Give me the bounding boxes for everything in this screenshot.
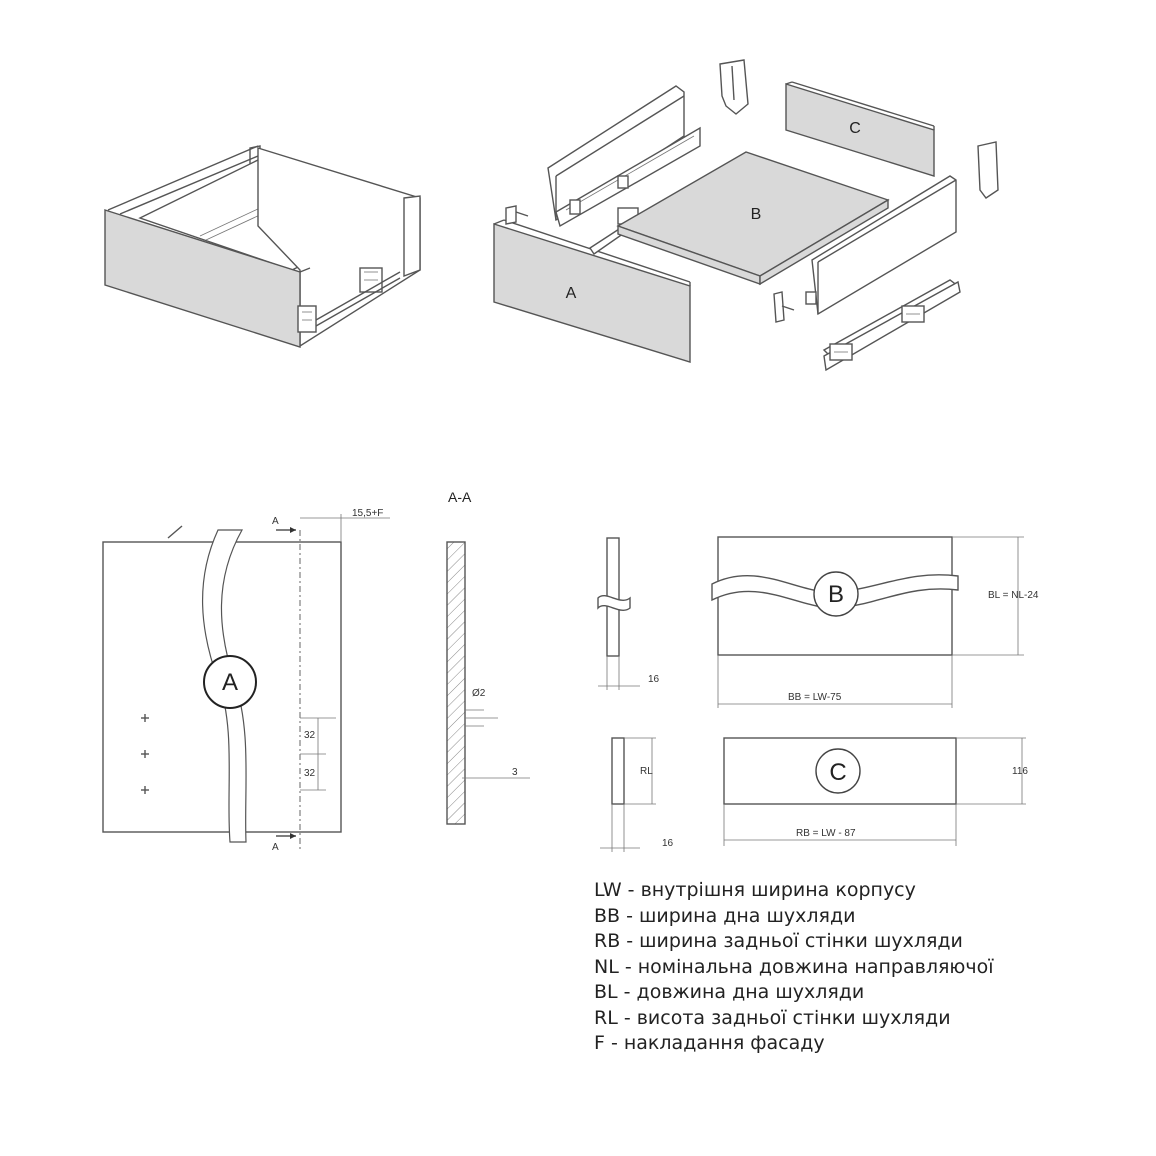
hole-diameter: Ø2 [472, 688, 486, 699]
legend-item-lw: LW - внутрішня ширина корпусу [594, 879, 916, 901]
legend-item-bl: BL - довжина дна шухляди [594, 981, 865, 1003]
section-aa: A-A Ø2 3 [446, 489, 530, 825]
legend-item-bb: BB - ширина дна шухляди [594, 904, 856, 927]
bottom-panel-views: 16 B BL = NL-24 BB = LW-75 [597, 536, 1039, 708]
legend-item-rl: RL - висота задньої стінки шухляди [594, 1006, 951, 1029]
circle-label-c: C [829, 759, 846, 786]
legend-item-nl: NL - номінальна довжина направляючої [594, 955, 994, 978]
bottom-thickness: 16 [648, 674, 660, 685]
legend-item-rb: RB - ширина задньої стінки шухляди [594, 930, 963, 952]
back-height-dim: 116 [1012, 766, 1028, 777]
circle-label-a: A [222, 669, 238, 696]
circle-label-b: B [828, 581, 844, 608]
section-mark-bottom: A [272, 842, 279, 853]
hole-marks [141, 714, 149, 794]
back-height-label: RL [640, 766, 653, 777]
legend: LW - внутрішня ширина корпусу BB - ширин… [594, 878, 994, 1057]
exploded-view: A B C [493, 59, 999, 372]
assembled-drawer [104, 145, 421, 348]
back-thickness: 16 [662, 838, 674, 849]
bottom-length-dim: BL = NL-24 [988, 590, 1039, 601]
front-panel-a [493, 223, 691, 363]
section-title: A-A [448, 489, 472, 505]
back-panel-views: 16 RL C 116 RB = LW - 87 [600, 737, 1028, 852]
front-panel-detail: A 15,5+F A A 32 32 [102, 508, 390, 853]
back-panel-c [785, 83, 935, 177]
pitch-dim-1: 32 [304, 730, 316, 741]
bottom-width-dim: BB = LW-75 [788, 692, 842, 703]
pitch-dim-2: 32 [304, 768, 316, 779]
label-b: B [751, 206, 762, 223]
depth-dim: 3 [512, 767, 518, 778]
label-c: C [849, 120, 861, 137]
legend-item-f: F - накладання фасаду [594, 1032, 825, 1054]
section-mark-top: A [272, 516, 279, 527]
label-a: A [566, 285, 577, 302]
offset-dim: 15,5+F [352, 508, 383, 519]
back-width-dim: RB = LW - 87 [796, 828, 856, 839]
